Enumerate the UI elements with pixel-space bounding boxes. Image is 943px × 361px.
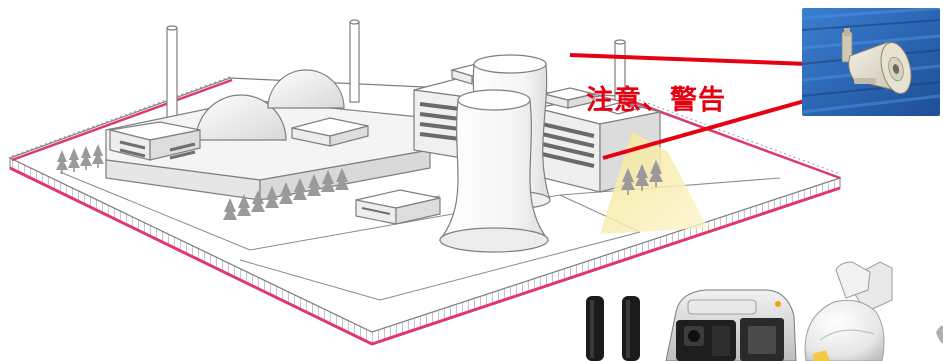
cooling-towers [438,54,551,253]
callout-line-upper [569,53,809,66]
infrared-beam-sensor-icon [586,296,640,361]
dome-camera-icon [804,261,893,361]
horn-speaker-icon [802,8,940,116]
box-camera-icon [665,289,797,361]
warning-callout-label: 注意、警告 [586,85,726,116]
horn-speaker-photo [802,8,940,116]
perimeter-line [9,166,841,346]
callout-line-lower [602,98,809,160]
perimeter-line-top [11,78,233,162]
trees [56,144,663,220]
aux-building [355,189,441,225]
partial-device-edge [936,325,943,344]
chimneys [166,19,626,137]
warning-light-beam [600,132,708,234]
